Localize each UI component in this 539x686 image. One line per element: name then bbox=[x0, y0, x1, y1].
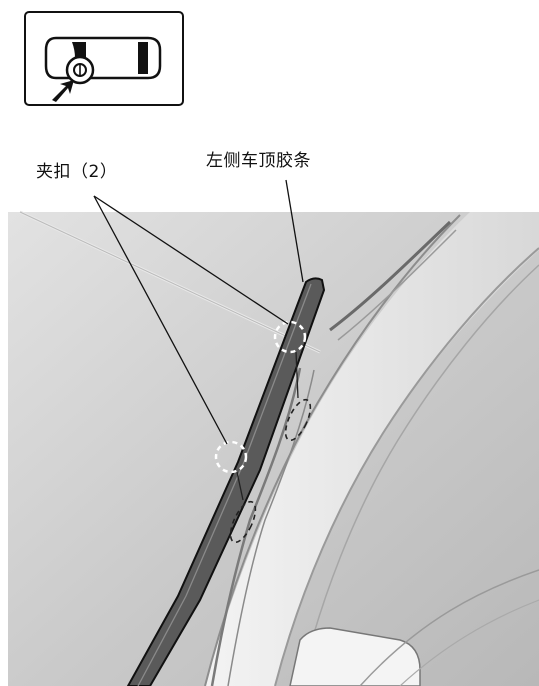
clip-slot-lower bbox=[229, 500, 257, 544]
roof-illustration bbox=[8, 210, 539, 686]
roof-molding-label: 左侧车顶胶条 bbox=[206, 151, 311, 171]
clip-slot-upper bbox=[284, 398, 312, 442]
leader-lines bbox=[93, 179, 304, 445]
locator-box bbox=[24, 11, 184, 106]
clip-circle-upper bbox=[273, 320, 307, 354]
direction-arrow-icon bbox=[52, 80, 74, 102]
clip-circle-lower bbox=[214, 440, 248, 474]
clips-label: 夹扣（2） bbox=[36, 162, 118, 182]
